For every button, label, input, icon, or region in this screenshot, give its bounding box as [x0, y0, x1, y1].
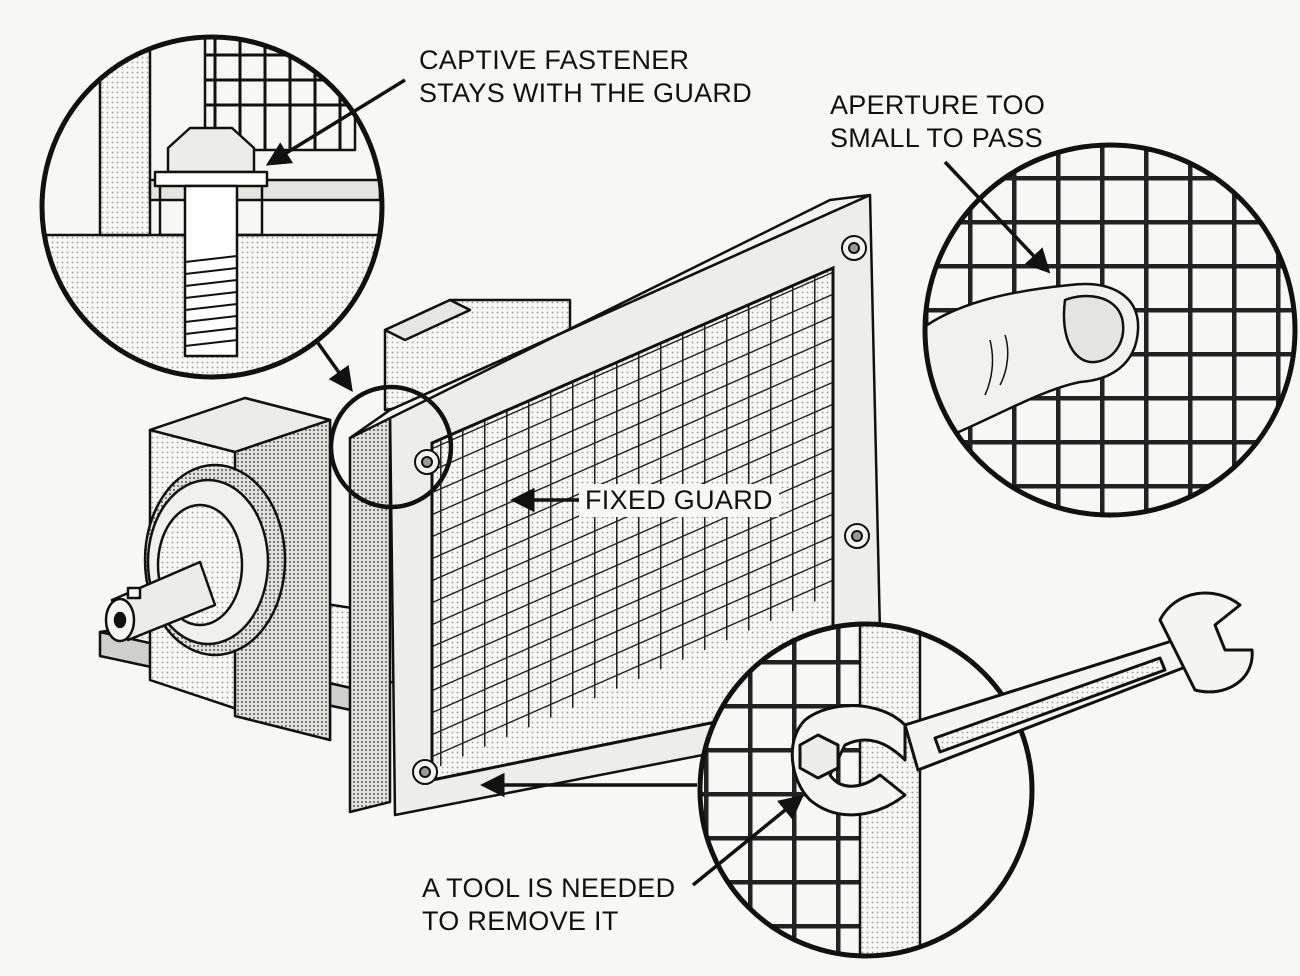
label-captive-fastener-line2: STAYS WITH THE GUARD [419, 78, 753, 108]
finger-aperture-detail [922, 142, 1298, 518]
captive-bolt-detail [39, 34, 385, 380]
leader-lines [265, 78, 1051, 887]
label-fixed-guard: FIXED GUARD [579, 484, 779, 517]
label-captive-fastener-line1: CAPTIVE FASTENER [419, 45, 690, 75]
label-captive-fastener: CAPTIVE FASTENER STAYS WITH THE GUARD [419, 44, 752, 110]
label-tool-needed-line2: TO REMOVE IT [422, 906, 619, 936]
label-aperture-line1: APERTURE TOO [830, 90, 1046, 120]
label-aperture: APERTURE TOO SMALL TO PASS [830, 89, 1045, 155]
label-tool-needed: A TOOL IS NEEDED TO REMOVE IT [422, 872, 675, 938]
label-aperture-line2: SMALL TO PASS [830, 123, 1043, 153]
label-tool-needed-line1: A TOOL IS NEEDED [422, 873, 676, 903]
focus-circle [328, 384, 454, 510]
spanner-icon [790, 591, 1254, 817]
